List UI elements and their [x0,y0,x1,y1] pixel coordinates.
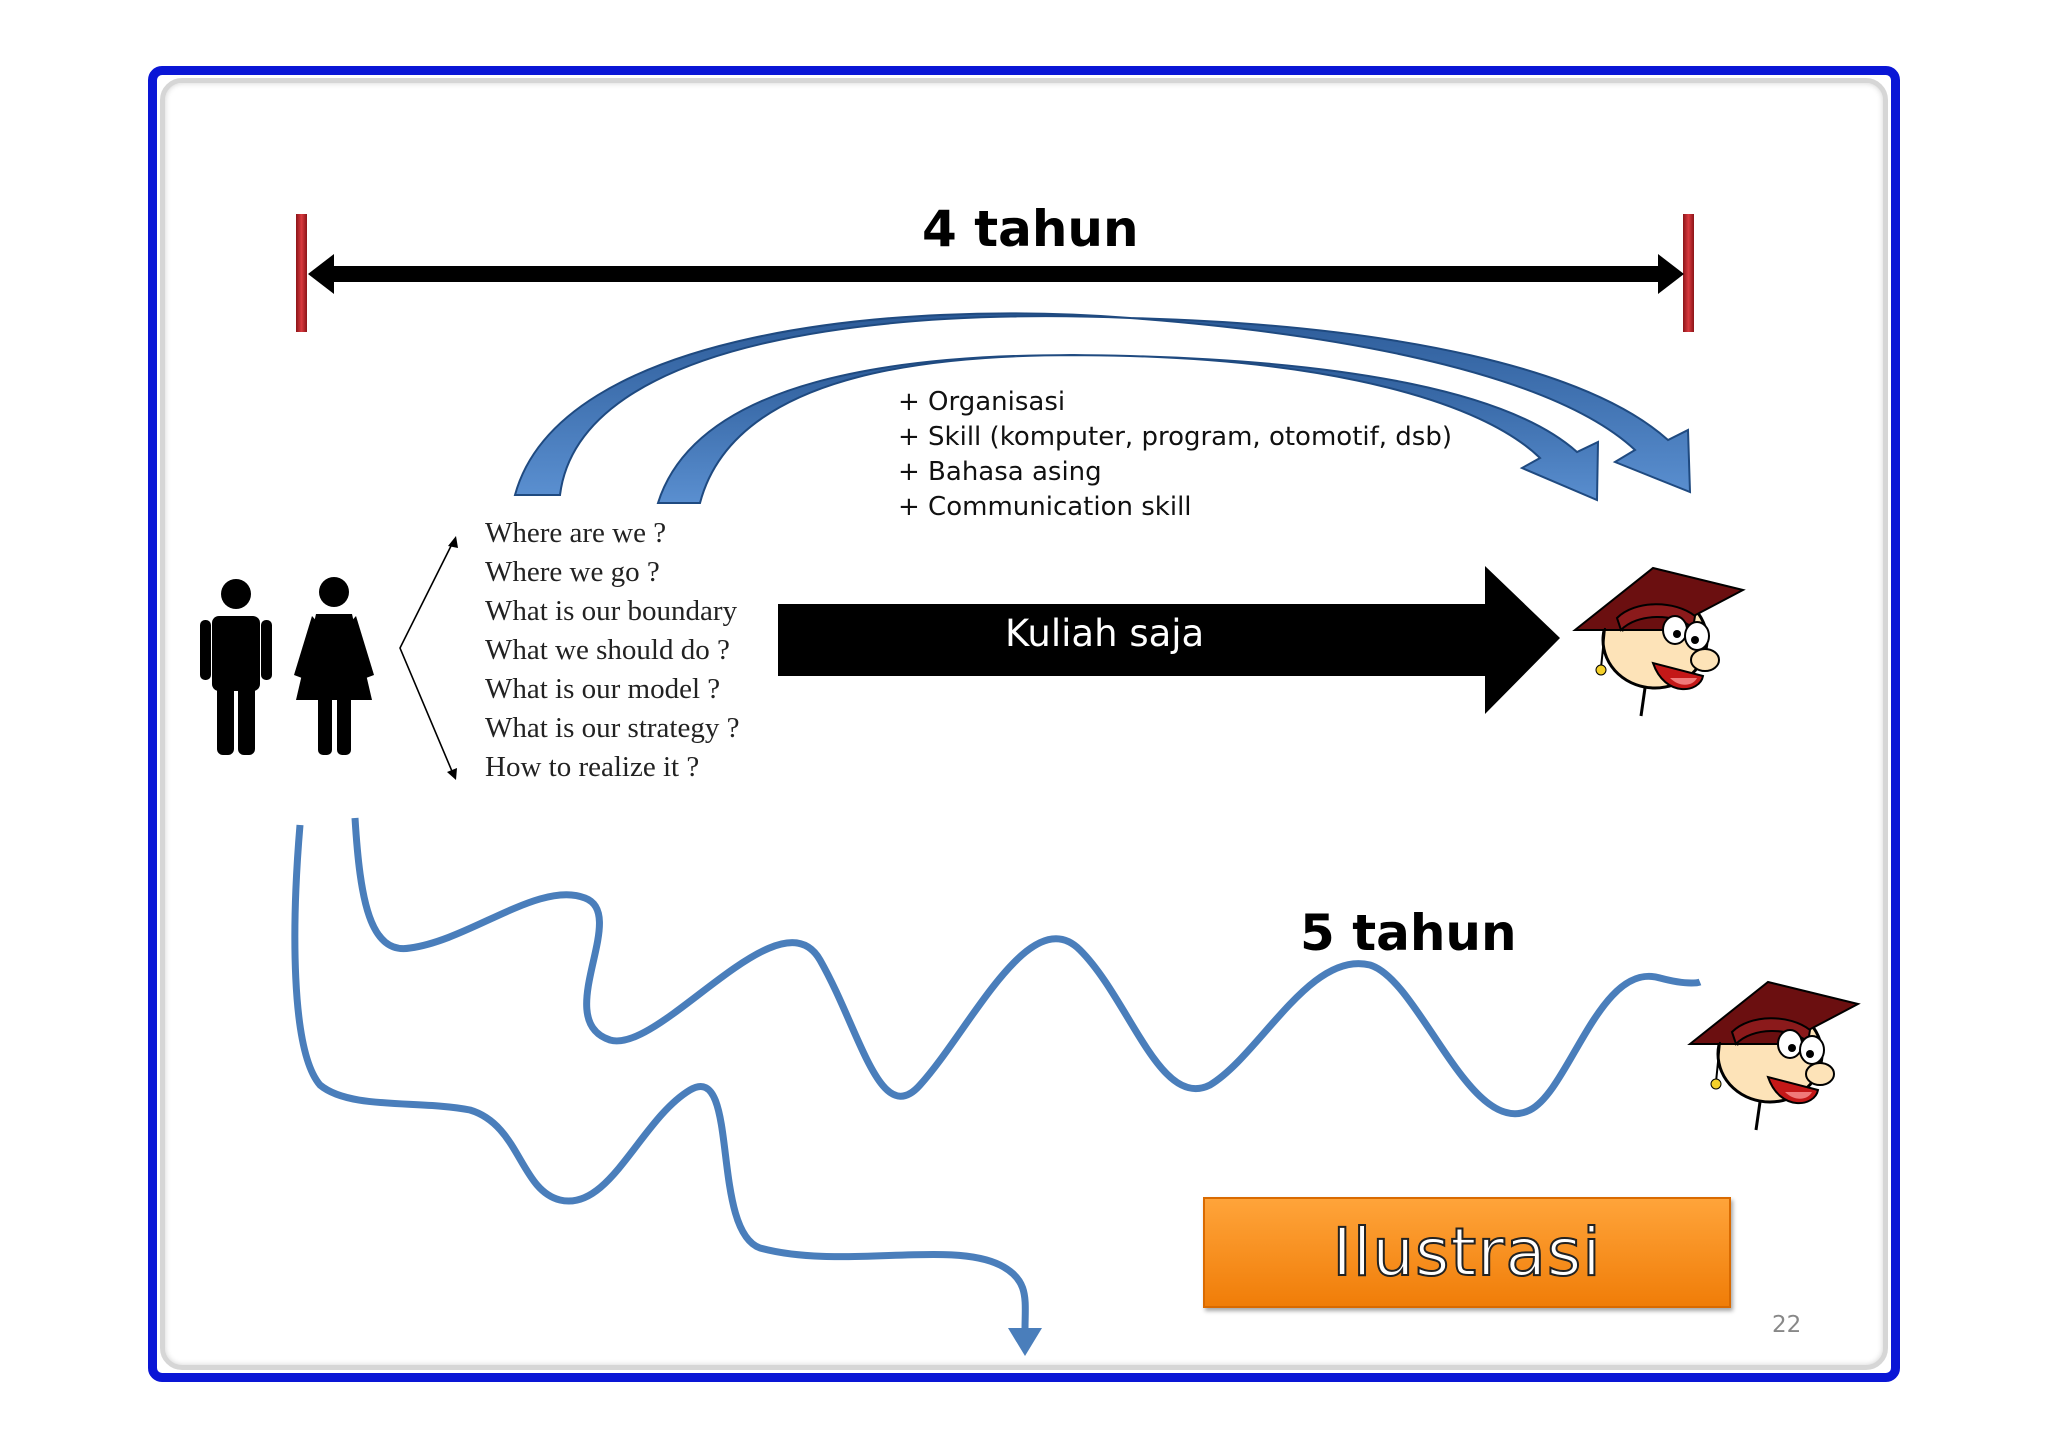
wavy-path-long [351,817,1702,1117]
question-item: Where are we ? [485,517,667,549]
curved-arrow-inner [656,354,1600,504]
wavy-path-drop [291,824,1029,1331]
curved-arrow-outer [513,312,1692,496]
extras-list: + Organisasi + Skill (komputer, program,… [898,385,1452,525]
timeline-start-marker [296,214,307,332]
graduate-icon [1572,566,1746,717]
bracket-arrow-bottom [447,768,457,780]
graduate-icon [1687,980,1861,1131]
woman-icon [294,577,374,755]
timeline-right-arrowhead [1658,254,1684,294]
question-bracket [399,539,455,777]
questions-list: Where are we ? Where we go ? What is our… [485,514,739,787]
question-item: What we should do ? [485,634,730,666]
question-item: Where we go ? [485,556,660,588]
question-item: What is our boundary [485,595,738,627]
question-item: What is our model ? [485,673,721,705]
timeline-left-arrowhead [308,254,334,294]
man-icon [200,579,272,755]
duration-top-label: 4 tahun [922,200,1139,258]
bracket-arrow-top [448,536,458,548]
question-item: How to realize it ? [485,751,700,783]
extras-item: + Skill (komputer, program, otomotif, ds… [898,422,1452,452]
ilustrasi-button-label: Ilustrasi [1331,1213,1602,1292]
duration-bottom-label: 5 tahun [1300,904,1517,962]
slide-frame [160,78,1888,1370]
ilustrasi-button[interactable]: Ilustrasi [1203,1197,1731,1308]
main-arrow-label: Kuliah saja [1005,612,1205,655]
wavy-path-arrowhead [1008,1328,1042,1356]
extras-item: + Organisasi [898,387,1066,417]
timeline-end-marker [1683,214,1694,332]
question-item: What is our strategy ? [485,712,740,744]
extras-item: + Bahasa asing [898,457,1102,487]
page-number: 22 [1772,1312,1802,1338]
main-arrow [778,566,1560,714]
extras-item: + Communication skill [898,492,1192,522]
